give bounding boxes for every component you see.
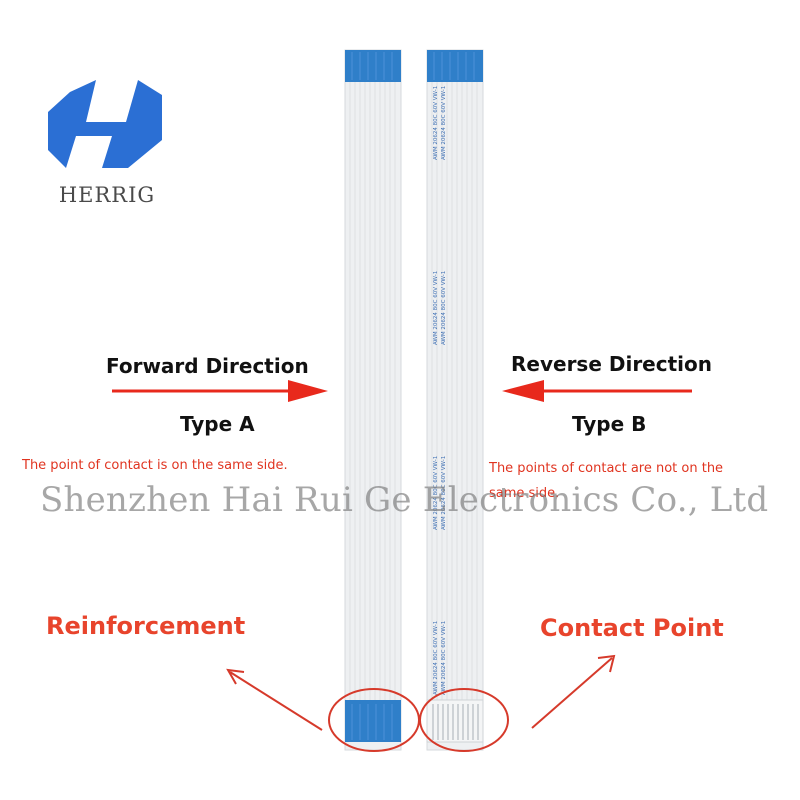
cable-type-a xyxy=(344,49,402,751)
contact-point-circle xyxy=(419,688,509,752)
svg-text:AWM 20624 80C 60V VW-1: AWM 20624 80C 60V VW-1 xyxy=(441,271,447,345)
svg-text:AWM 20624 80C 60V VW-1: AWM 20624 80C 60V VW-1 xyxy=(441,456,447,530)
type-a-label: Type A xyxy=(180,412,255,436)
contact-point-label: Contact Point xyxy=(540,614,724,642)
brand-name: HERRIG xyxy=(58,183,156,207)
type-a-note: The point of contact is on the same side… xyxy=(22,458,288,473)
reinforcement-pointer-icon xyxy=(226,668,323,731)
herrig-logo-icon xyxy=(48,80,162,168)
svg-text:AWM 20624 80C 60V VW-1: AWM 20624 80C 60V VW-1 xyxy=(433,86,439,160)
svg-text:AWM 20624 80C 60V VW-1: AWM 20624 80C 60V VW-1 xyxy=(433,456,439,530)
reinforcement-stiffener xyxy=(345,700,401,742)
reverse-arrow-icon xyxy=(502,380,692,402)
svg-text:AWM 20624 80C 60V VW-1: AWM 20624 80C 60V VW-1 xyxy=(433,271,439,345)
cable-print: AWM 20624 80C 60V VW-1 AWM 20624 80C 60V… xyxy=(433,86,447,695)
forward-arrow-icon xyxy=(112,380,328,402)
reverse-direction-label: Reverse Direction xyxy=(511,352,712,376)
type-b-label: Type B xyxy=(572,412,647,436)
svg-text:AWM 20624 80C 60V VW-1: AWM 20624 80C 60V VW-1 xyxy=(441,86,447,160)
top-stiffener xyxy=(345,50,401,82)
type-b-note-line2: same side. xyxy=(489,486,560,501)
svg-text:AWM 20624 80C 60V VW-1: AWM 20624 80C 60V VW-1 xyxy=(441,621,447,695)
type-b-note-line1: The points of contact are not on the xyxy=(489,461,724,476)
forward-direction-label: Forward Direction xyxy=(106,354,309,378)
company-watermark: Shenzhen Hai Rui Ge Electronics Co., Ltd xyxy=(40,480,769,520)
cable-type-b: AWM 20624 80C 60V VW-1 AWM 20624 80C 60V… xyxy=(426,49,484,751)
svg-text:AWM 20624 80C 60V VW-1: AWM 20624 80C 60V VW-1 xyxy=(433,621,439,695)
exposed-contacts xyxy=(426,699,484,743)
reinforcement-label: Reinforcement xyxy=(46,612,246,640)
contact-point-pointer-icon xyxy=(531,654,616,729)
